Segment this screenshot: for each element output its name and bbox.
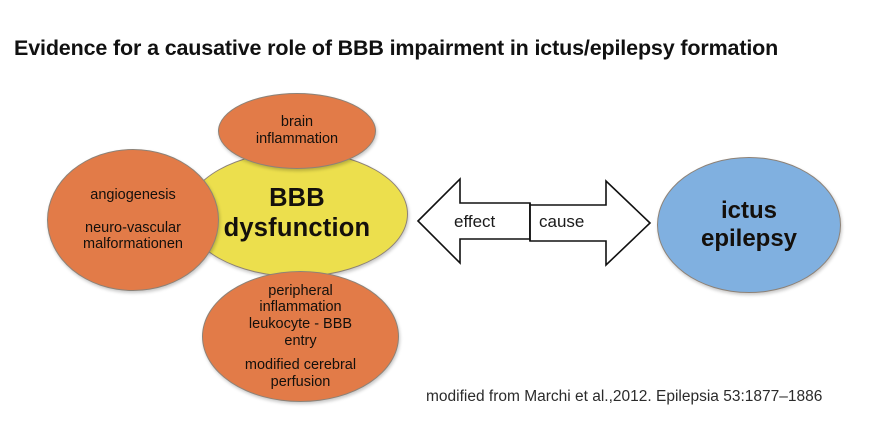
node-bottom-factors-line-4: entry — [284, 333, 317, 349]
node-ictus-epilepsy-line-2: epilepsy — [700, 225, 798, 252]
node-left-factors-line-2: neuro-vascular — [85, 219, 181, 236]
node-bottom-factors-line-3: leukocyte - BBB — [248, 316, 353, 333]
page-title: Evidence for a causative role of BBB imp… — [14, 36, 779, 60]
node-bottom-factors-line-1: peripheral — [268, 282, 333, 299]
arrow-label-effect: effect — [454, 212, 496, 231]
node-bottom-factors-line-6: perfusion — [270, 373, 331, 390]
cause-effect-arrow[interactable] — [414, 163, 654, 283]
node-bbb-dysfunction-line-1: BBB — [269, 184, 325, 213]
node-left-factors-line-1: angiogenesis — [90, 186, 176, 203]
double-headed-arrow-icon — [416, 177, 652, 267]
node-brain-inflammation[interactable]: brain inflammation — [218, 93, 376, 169]
arrow-label-cause: cause — [539, 212, 585, 231]
node-ictus-epilepsy-line-1: ictus — [720, 196, 777, 224]
node-bottom-factors-line-5: modified cerebral — [244, 356, 357, 373]
citation-text: modified from Marchi et al.,2012. Epilep… — [426, 388, 823, 405]
node-brain-inflammation-line-2: inflammation — [255, 131, 339, 147]
node-bottom-factors[interactable]: peripheral inflammation leukocyte - BBB … — [202, 271, 399, 402]
node-brain-inflammation-line-1: brain — [280, 114, 314, 131]
node-bbb-dysfunction[interactable]: BBB dysfunction — [186, 151, 408, 277]
node-left-factors[interactable]: angiogenesis neuro-vascular malformation… — [47, 149, 219, 291]
node-bottom-factors-line-2: inflammation — [259, 299, 342, 316]
node-ictus-epilepsy[interactable]: ictus epilepsy — [657, 157, 841, 293]
node-left-factors-line-3: malformationen — [83, 236, 183, 253]
node-bbb-dysfunction-line-2: dysfunction — [223, 214, 371, 242]
